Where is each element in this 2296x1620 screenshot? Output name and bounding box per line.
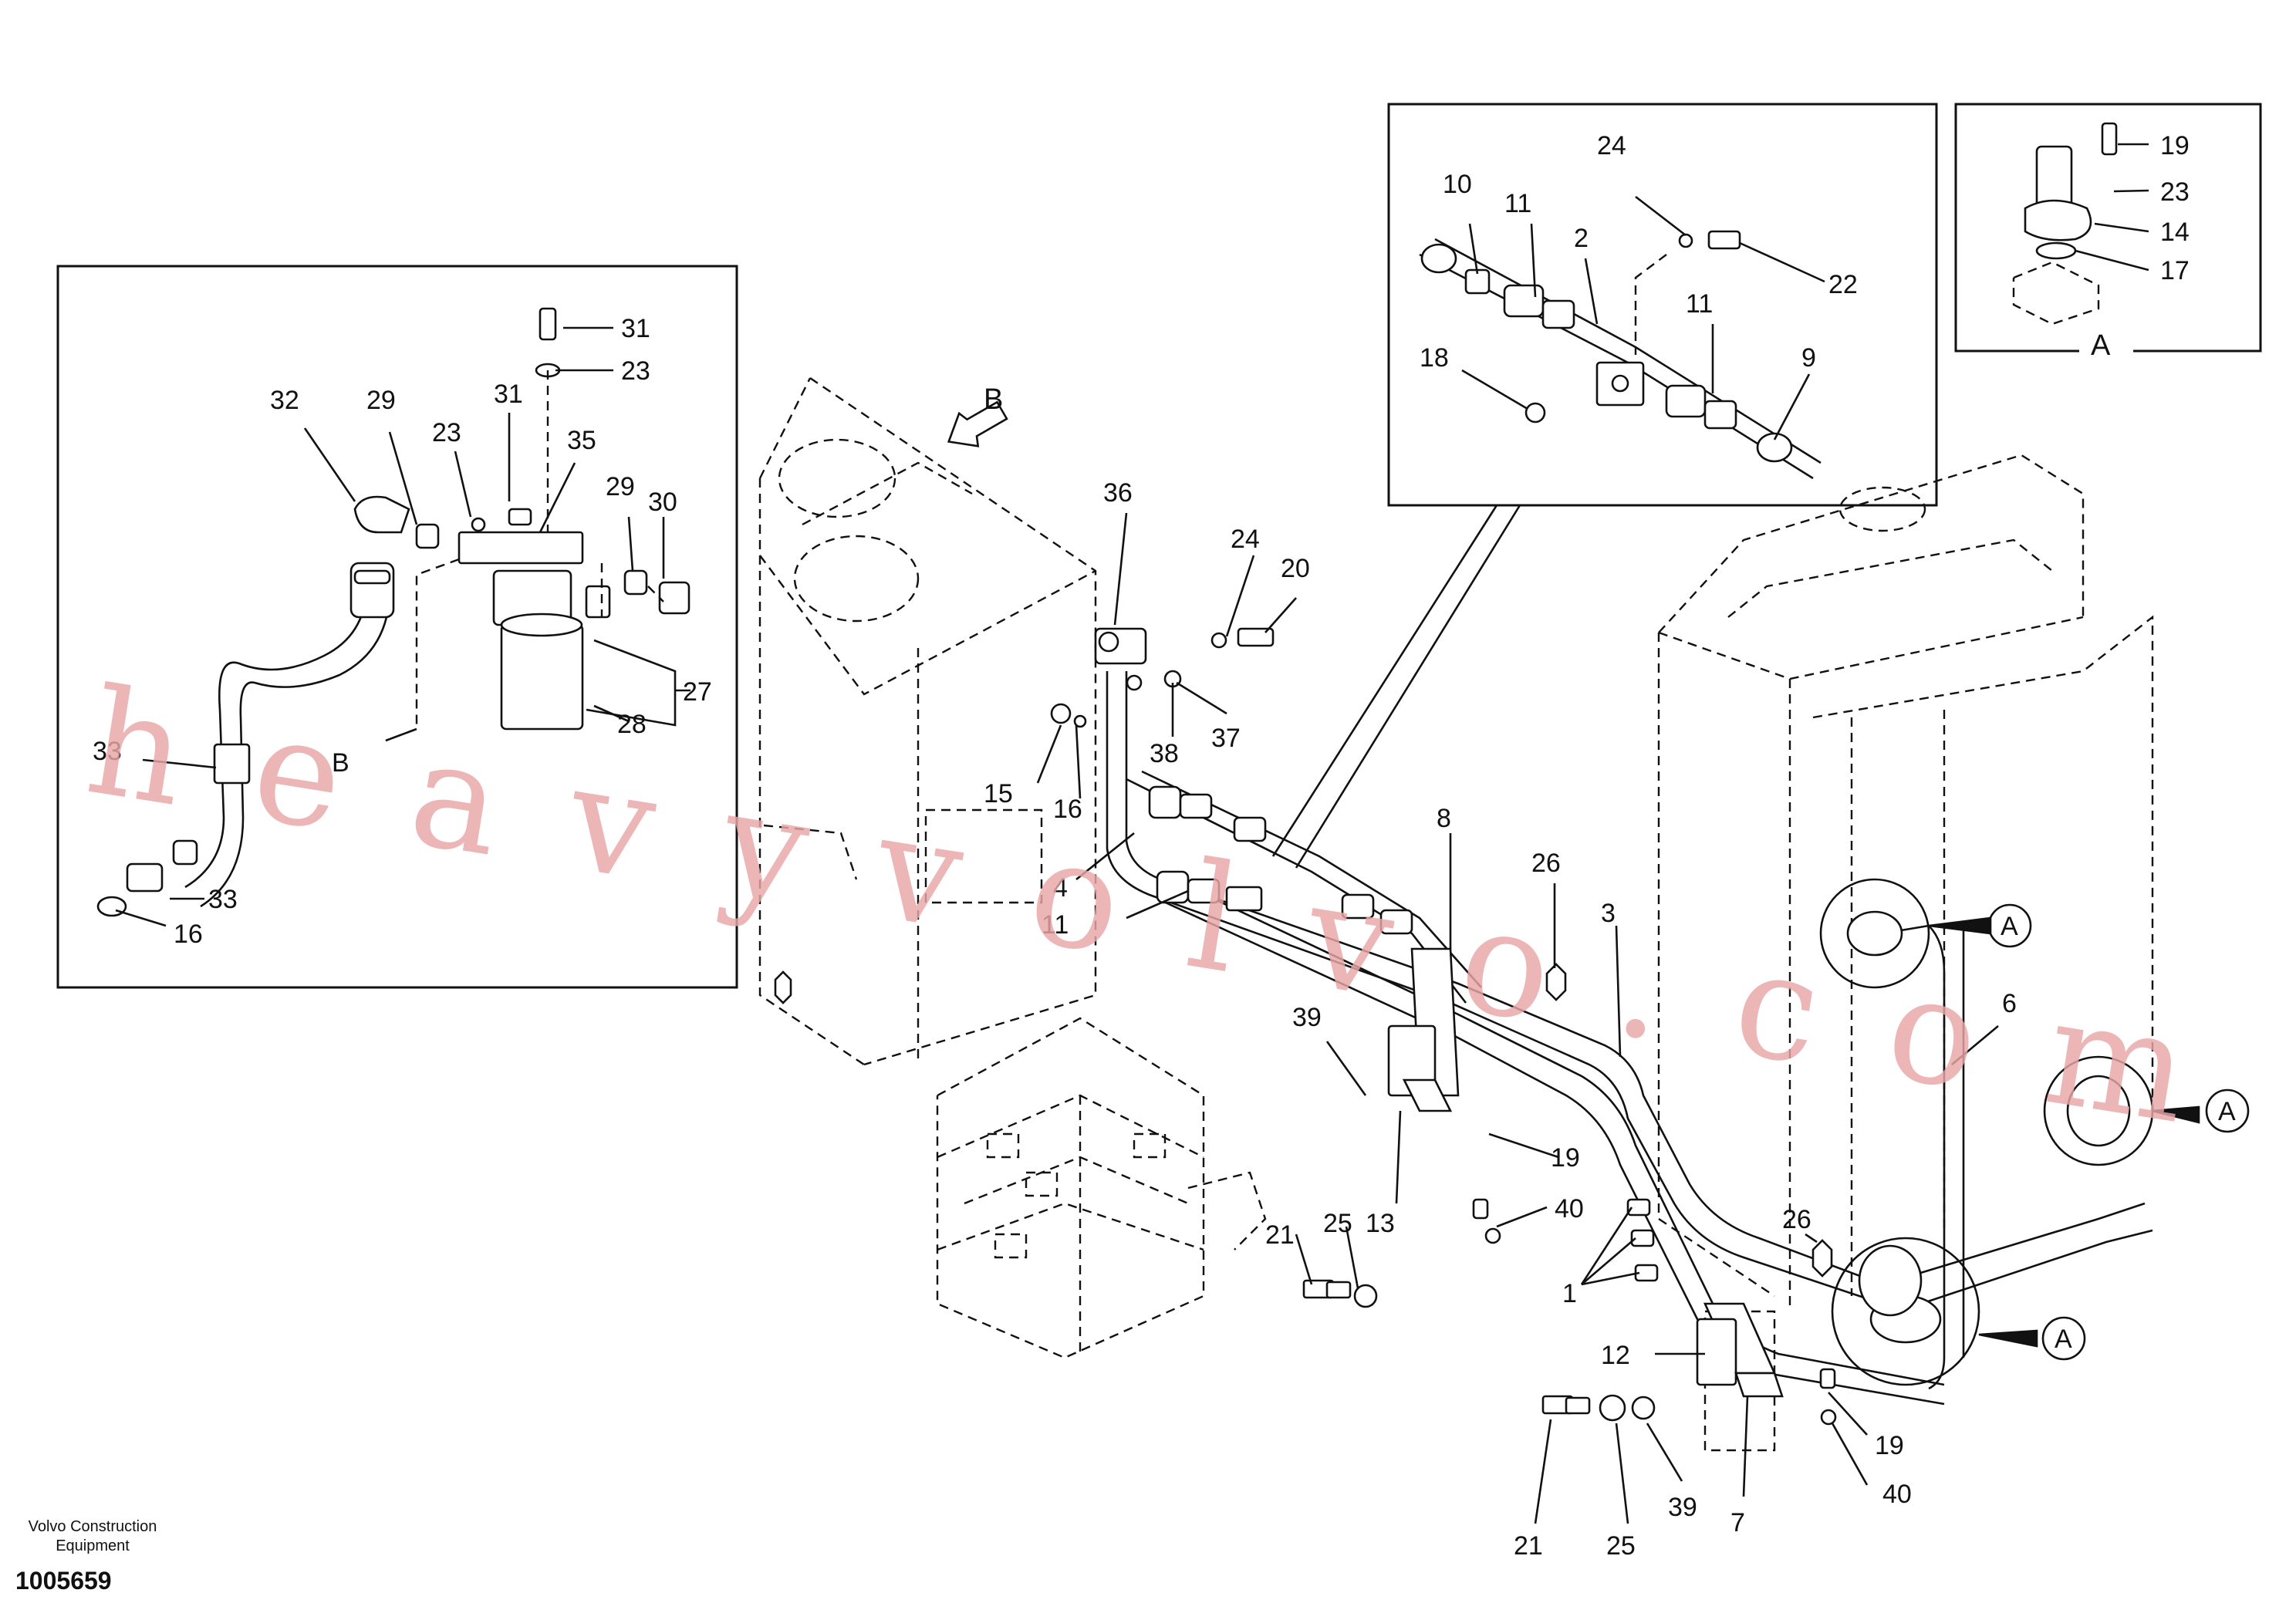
callout-main-15: 13 <box>1366 1209 1395 1238</box>
callout-main-14: 39 <box>1292 1003 1322 1032</box>
callout-main-9: 11 <box>1042 910 1069 940</box>
view-arrow-b-label: B <box>984 383 1003 416</box>
callout-main-21: 26 <box>1782 1205 1811 1234</box>
callout-main-11: 26 <box>1531 849 1561 878</box>
callout-inset-b-4: 23 <box>432 418 461 447</box>
callout-main-16: 19 <box>1551 1143 1580 1173</box>
callout-main-26: 25 <box>1606 1531 1636 1561</box>
callout-main-27: 39 <box>1668 1493 1697 1522</box>
callout-main-23: 19 <box>1875 1431 1904 1460</box>
callout-main-4: 37 <box>1211 724 1241 753</box>
callout-main-22: 12 <box>1601 1341 1630 1370</box>
callout-main-1: 36 <box>1103 478 1133 508</box>
callout-main-10: 8 <box>1437 804 1451 833</box>
callout-inset-a-3: 14 <box>2160 218 2190 247</box>
callout-main-2: 24 <box>1231 525 1260 554</box>
callout-inset-top-7: 18 <box>1420 343 1449 373</box>
machine-outline-left <box>758 377 1097 1066</box>
callout-inset-b-8: 29 <box>606 472 635 501</box>
callout-inset-top-4: 2 <box>1574 224 1589 253</box>
callout-main-20: 1 <box>1562 1279 1577 1308</box>
callout-inset-b-3: 31 <box>494 380 523 409</box>
callout-inset-b-7: 29 <box>366 386 396 415</box>
callout-main-8: 4 <box>1053 873 1068 903</box>
callout-inset-b-12: 33 <box>93 737 122 766</box>
callout-a-2: A <box>2218 1097 2236 1126</box>
callout-main-3: 20 <box>1281 554 1310 583</box>
callout-main-28: 7 <box>1730 1508 1745 1537</box>
callout-inset-b-5: 35 <box>567 426 596 455</box>
callout-labels: 31 23 31 23 35 32 29 29 30 27 28 33 33 1… <box>93 131 2236 1561</box>
callout-inset-b-9: 30 <box>648 488 677 517</box>
callout-main-5: 38 <box>1150 739 1179 768</box>
callout-inset-a-2: 23 <box>2160 177 2190 207</box>
callout-inset-b-2: 23 <box>621 356 650 386</box>
callout-inset-a-1: 19 <box>2160 131 2190 160</box>
callout-main-7: 16 <box>1053 795 1082 824</box>
watermark-text: heavyvolvo.com <box>77 656 2200 1156</box>
callout-inset-b-14: 16 <box>174 920 203 949</box>
callout-inset-top-1: 24 <box>1597 131 1626 160</box>
callout-inset-a-4: 17 <box>2160 256 2190 285</box>
callout-inset-b-11: 28 <box>617 710 647 739</box>
detail-a-label-bg <box>2079 324 2133 363</box>
callout-main-13: 6 <box>2002 989 2017 1018</box>
detail-a-label: A <box>2091 329 2111 362</box>
callout-inset-top-2: 10 <box>1443 170 1472 199</box>
callout-main-18: 21 <box>1265 1220 1295 1250</box>
callout-inset-top-8: 9 <box>1801 343 1816 373</box>
callout-main-12: 3 <box>1601 899 1616 928</box>
figure-number: 1005659 <box>15 1567 112 1595</box>
inset-b-ref-label: B <box>332 748 349 778</box>
callout-main-6: 15 <box>984 779 1013 808</box>
company-line-2: Equipment <box>56 1537 130 1554</box>
detail-circles-a <box>1819 878 2250 1386</box>
callout-a-1: A <box>2001 912 2018 941</box>
control-valve-outline <box>936 1017 1267 1359</box>
inset-b <box>56 265 738 989</box>
company-line-1: Volvo Construction <box>29 1518 157 1535</box>
callout-inset-b-10: 27 <box>683 677 712 707</box>
main-parts <box>774 627 2131 1426</box>
callout-inset-b-6: 32 <box>270 386 299 415</box>
callout-inset-top-3: 11 <box>1504 189 1531 218</box>
inset-a <box>1954 103 2262 353</box>
callout-main-19: 25 <box>1323 1209 1352 1238</box>
callout-inset-top-5: 22 <box>1828 270 1858 299</box>
callout-inset-b-13: 33 <box>208 885 238 914</box>
callout-main-17: 40 <box>1555 1194 1584 1223</box>
callout-main-25: 21 <box>1514 1531 1543 1561</box>
callout-inset-b-1: 31 <box>621 314 650 343</box>
footer: Volvo Construction Equipment 1005659 <box>15 1518 157 1595</box>
inset-top <box>1271 103 1938 869</box>
callout-inset-top-6: 11 <box>1686 289 1713 319</box>
callout-a-3: A <box>2055 1325 2072 1354</box>
leader-lines <box>115 143 2149 1524</box>
callout-main-24: 40 <box>1882 1480 1912 1509</box>
